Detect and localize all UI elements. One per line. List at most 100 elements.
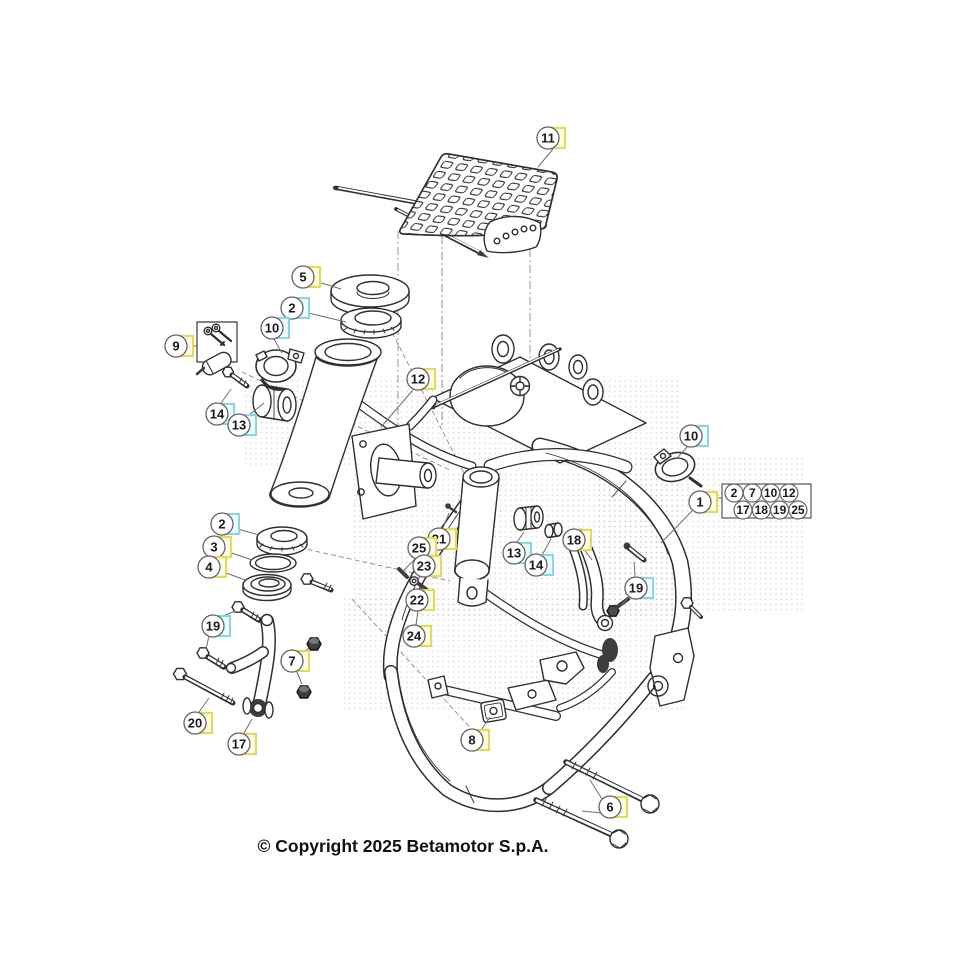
callout-circle — [210, 512, 234, 536]
leader-line — [620, 596, 630, 606]
grouped-callout-17[interactable]: 17 — [733, 500, 753, 520]
callout-number: 12 — [411, 372, 425, 387]
callout-1[interactable]: 1 — [688, 490, 718, 514]
callout-circle — [406, 367, 430, 391]
callout-number: 6 — [606, 800, 613, 815]
callout-circle — [502, 541, 526, 565]
left-bracket-parts — [172, 601, 274, 719]
callout-13[interactable]: 13 — [227, 413, 257, 437]
grouped-callout-10[interactable]: 10 — [760, 483, 781, 503]
callout-19[interactable]: 19 — [624, 576, 654, 600]
callout-number: 14 — [529, 558, 544, 573]
callout-number: 11 — [541, 131, 555, 146]
callout-25[interactable]: 25 — [407, 536, 437, 560]
callout-circle — [624, 576, 648, 600]
callout-number: 1 — [696, 495, 703, 510]
callout-9[interactable]: 9 — [164, 334, 194, 358]
callout-number: 20 — [188, 716, 202, 731]
callout-number: 17 — [736, 503, 750, 517]
leader-line — [442, 512, 450, 529]
callouts: 1152109141312101234212523222413141819197… — [164, 126, 718, 819]
leader-line — [589, 779, 603, 800]
callout-number: 12 — [782, 486, 796, 500]
leader-line — [243, 718, 253, 734]
callout-circle — [412, 554, 436, 578]
callout-number: 7 — [288, 654, 295, 669]
callout-circle — [460, 728, 484, 752]
callout-14[interactable]: 14 — [205, 402, 235, 426]
callout-5[interactable]: 5 — [291, 265, 321, 289]
callout-number: 23 — [417, 559, 431, 574]
callout-12[interactable]: 12 — [406, 367, 436, 391]
skid-plate-part — [332, 153, 558, 258]
callout-number: 19 — [629, 581, 643, 596]
callout-circle — [201, 614, 225, 638]
grouped-callout-19[interactable]: 19 — [769, 500, 790, 520]
callout-2[interactable]: 2 — [210, 512, 240, 536]
leader-line — [198, 697, 210, 713]
callout-18[interactable]: 18 — [562, 528, 592, 552]
leader-line — [677, 446, 688, 458]
main-frame — [338, 334, 695, 805]
callout-number: 19 — [206, 619, 220, 634]
callout-number: 24 — [407, 629, 422, 644]
long-bolts — [533, 759, 660, 849]
callout-14[interactable]: 14 — [524, 553, 554, 577]
callout-19[interactable]: 19 — [201, 614, 231, 638]
callout-8[interactable]: 8 — [460, 728, 490, 752]
callout-4[interactable]: 4 — [197, 555, 227, 579]
callout-number: 8 — [468, 733, 475, 748]
callout-circle — [291, 265, 315, 289]
callout-number: 22 — [410, 593, 424, 608]
bottom-brackets — [427, 651, 585, 711]
pivot-plate — [597, 627, 695, 707]
nut-plate-part — [480, 698, 507, 723]
callout-22[interactable]: 22 — [405, 588, 435, 612]
callout-number: 13 — [232, 418, 246, 433]
hex-nuts — [296, 573, 334, 699]
grouped-callout-18[interactable]: 18 — [751, 500, 771, 520]
callout-number: 10 — [684, 429, 698, 444]
callout-10[interactable]: 10 — [260, 316, 290, 340]
leader-line — [581, 810, 602, 814]
callout-13[interactable]: 13 — [502, 541, 532, 565]
callout-17[interactable]: 17 — [227, 732, 257, 756]
callout-circle — [405, 588, 429, 612]
callout-number: 5 — [299, 270, 306, 285]
callout-number: 10 — [764, 486, 778, 500]
callout-circle — [562, 528, 586, 552]
callout-circle — [688, 490, 712, 514]
callout-20[interactable]: 20 — [183, 711, 213, 735]
callout-circle — [205, 402, 229, 426]
callout-circle — [164, 334, 188, 358]
callout-11[interactable]: 11 — [536, 126, 566, 150]
leader-line — [633, 561, 636, 578]
copyright-text: © Copyright 2025 Betamotor S.p.A. — [258, 836, 549, 856]
callout-number: 3 — [210, 540, 217, 555]
callout-21[interactable]: 21 — [427, 527, 457, 551]
grouped-callout-7[interactable]: 7 — [742, 483, 762, 503]
leader-line — [380, 389, 414, 428]
callout-6[interactable]: 6 — [598, 795, 628, 819]
callout-23[interactable]: 23 — [412, 554, 442, 578]
callout-10[interactable]: 10 — [679, 424, 709, 448]
grouped-callout-12[interactable]: 12 — [779, 483, 799, 503]
leader-line — [660, 510, 693, 544]
callout-number: 9 — [172, 339, 179, 354]
callout-circle — [227, 732, 251, 756]
leader-line — [403, 558, 416, 571]
leader-line — [273, 338, 283, 354]
callout-2[interactable]: 2 — [280, 296, 310, 320]
callout-7[interactable]: 7 — [280, 649, 310, 673]
callout-number: 18 — [567, 533, 581, 548]
leader-line — [220, 388, 232, 404]
callout-number: 13 — [507, 546, 521, 561]
callout-number: 2 — [288, 301, 295, 316]
grouped-callout-2[interactable]: 2 — [724, 483, 744, 503]
callout-3[interactable]: 3 — [202, 535, 232, 559]
grouped-callout-25[interactable]: 25 — [788, 500, 808, 520]
callout-circle — [280, 649, 304, 673]
callout-circle — [598, 795, 622, 819]
callout-24[interactable]: 24 — [402, 624, 432, 648]
